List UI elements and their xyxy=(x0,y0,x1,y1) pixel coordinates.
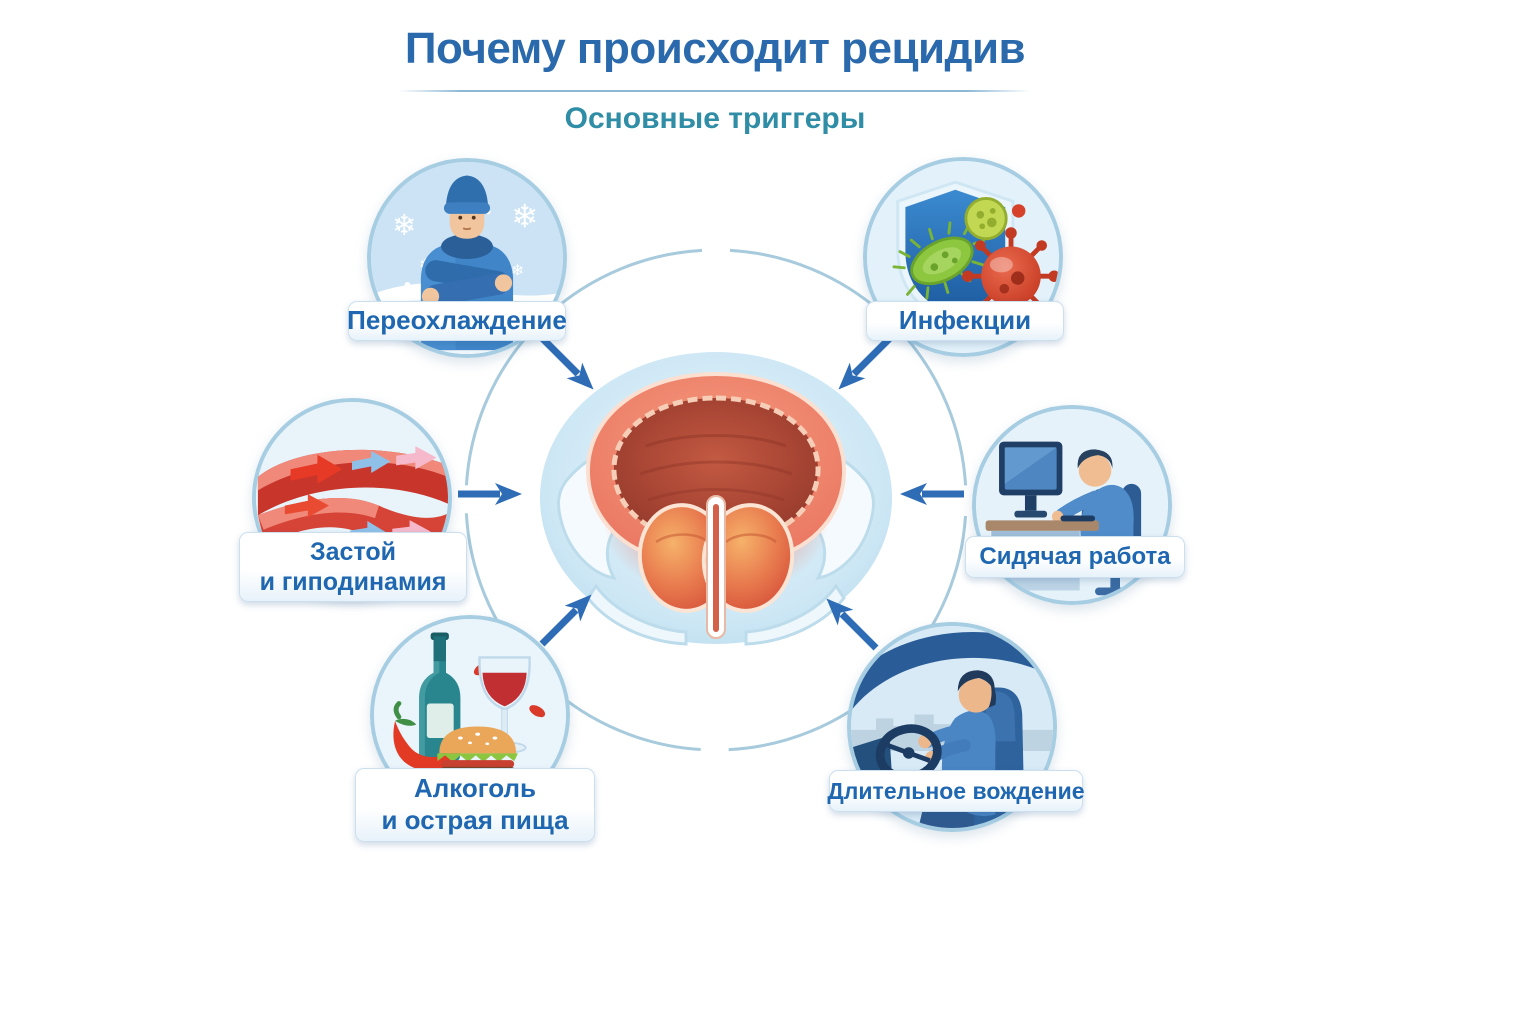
trigger-label-sedentary-work: Сидячая работа xyxy=(965,536,1185,578)
trigger-label-text: и гиподинамия xyxy=(259,568,447,596)
trigger-label-text: Длительное вождение xyxy=(827,777,1085,804)
trigger-circle-alcohol-spicy-food xyxy=(370,615,570,815)
inflamed-prostate-bladder-icon xyxy=(540,352,892,646)
microbe-icon xyxy=(964,197,1008,241)
monitor-icon xyxy=(999,441,1063,518)
keyboard xyxy=(1060,515,1096,522)
trigger-label-text: Инфекции xyxy=(898,305,1032,336)
page-title: Почему происходит рецидив xyxy=(404,24,1026,73)
svg-text:❄: ❄ xyxy=(511,262,524,279)
trigger-label-long-driving: Длительное вождение xyxy=(827,770,1085,812)
page-subtitle: Основные триггеры xyxy=(564,102,866,135)
svg-text:❄: ❄ xyxy=(511,197,538,234)
svg-text:❄: ❄ xyxy=(392,210,416,242)
trigger-label-text: Переохлаждение xyxy=(347,305,567,336)
center-illustration xyxy=(536,346,896,646)
trigger-label-hypothermia: Переохлаждение xyxy=(347,301,567,341)
title-divider xyxy=(398,90,1030,92)
trigger-label-text: Алкоголь xyxy=(413,773,537,804)
bacteria-icon xyxy=(892,221,985,300)
trigger-label-infections: Инфекции xyxy=(866,301,1064,341)
chili-pepper-icon xyxy=(393,701,458,771)
desk xyxy=(985,520,1099,531)
trigger-label-stagnation: Застой и гиподинамия xyxy=(239,532,467,602)
trigger-label-text: Застой xyxy=(309,537,397,566)
trigger-label-alcohol-spicy-food: Алкоголь и острая пища xyxy=(355,768,595,842)
trigger-label-text: Сидячая работа xyxy=(979,543,1171,571)
trigger-label-text: и острая пища xyxy=(381,805,569,835)
